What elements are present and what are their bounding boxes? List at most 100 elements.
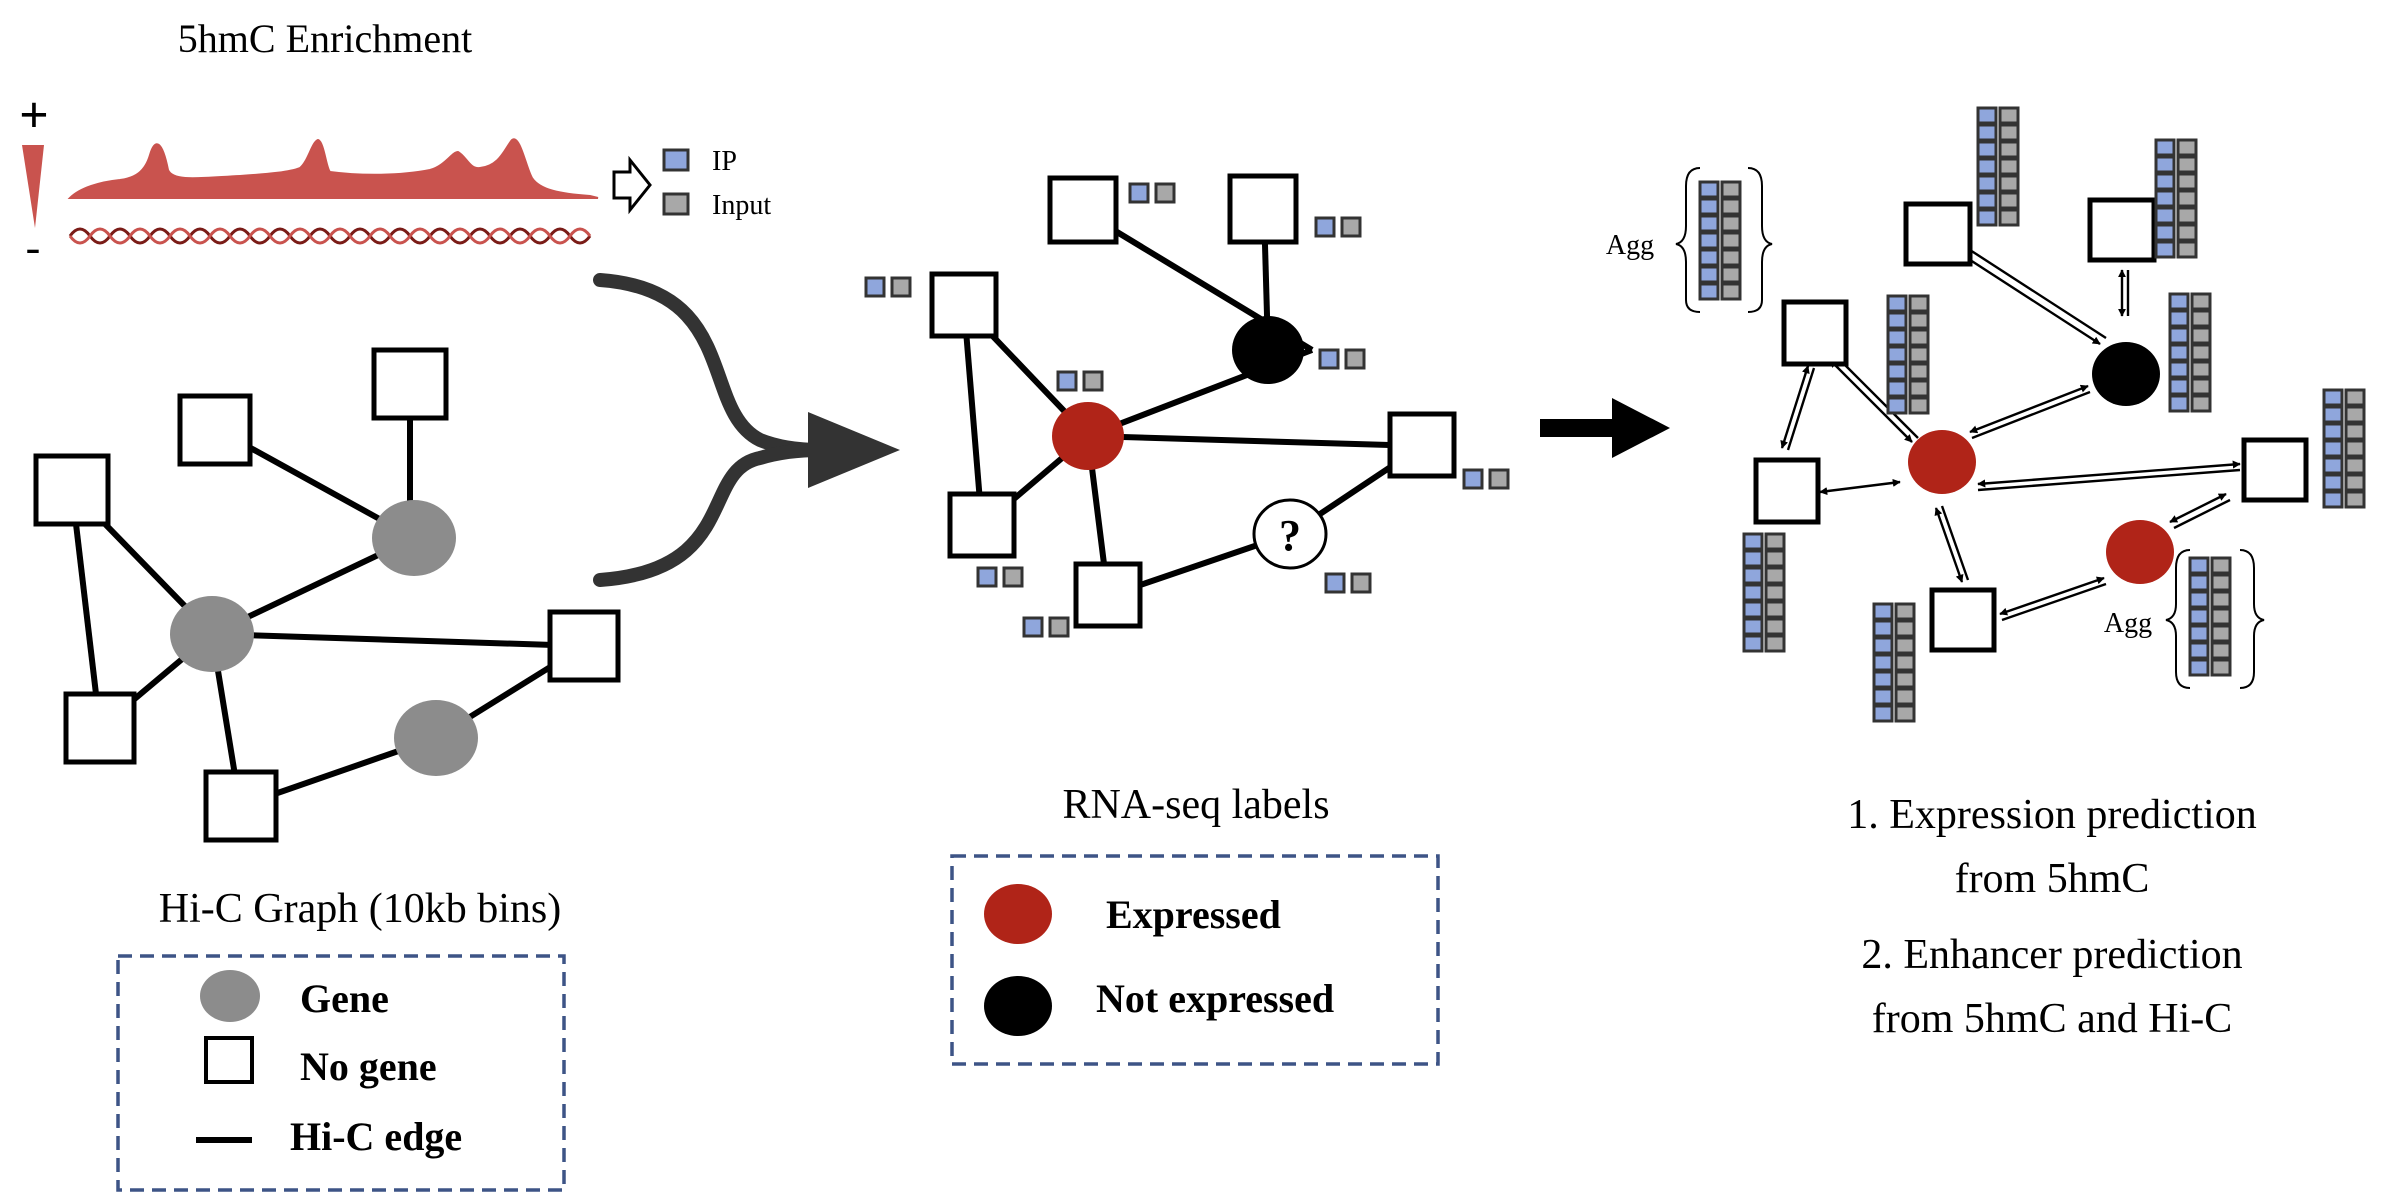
ip-cell: [2168, 309, 2190, 328]
ip-cell: [2154, 206, 2176, 225]
enrichment-signal-track: [67, 138, 599, 199]
input-cell: [1720, 282, 1742, 301]
ip-cell: [1698, 282, 1720, 301]
mp-node-not-expressed: [2092, 342, 2160, 406]
input-cell: [1894, 653, 1916, 672]
ip-cell: [2322, 405, 2344, 424]
ip-cell: [2322, 388, 2344, 407]
rnaseq-legend-box: [950, 854, 1440, 1066]
input-cell: [1998, 174, 2020, 193]
ip-cell: [2322, 439, 2344, 458]
input-cell: [1764, 634, 1786, 653]
input-cell: [1908, 362, 1930, 381]
right-brace-icon: [1747, 167, 1773, 313]
input-cell: [2344, 388, 2366, 407]
input-cell: [2190, 394, 2212, 413]
input-cell: [1764, 566, 1786, 585]
unknown-mark-icon: ?: [1279, 511, 1301, 560]
ip-cell: [1886, 328, 1908, 347]
input-cell: [1764, 583, 1786, 602]
input-cell: [1720, 265, 1742, 284]
outcome-line: from 5hmC and Hi-C: [1872, 996, 2232, 1042]
input-cell: [1908, 328, 1930, 347]
ip-cell: [1872, 653, 1894, 672]
labelled-node-unlabelled: [1387, 411, 1457, 479]
enrichment-panel: 5hmC Enrichment + - IP Input: [19, 16, 771, 272]
input-cell: [1894, 704, 1916, 723]
ip-cell: [1698, 265, 1720, 284]
rnaseq-legend: Expressed Not expressed: [950, 854, 1440, 1066]
ip-cell: [1886, 345, 1908, 364]
ip-cell: [1742, 634, 1764, 653]
ip-cell: [2168, 360, 2190, 379]
feature-pairs: [864, 182, 1510, 638]
input-cell: [1764, 532, 1786, 551]
ip-legend-label: IP: [712, 146, 737, 177]
dna-helix: [68, 227, 592, 245]
input-cell: [1894, 670, 1916, 689]
ip-cell: [1872, 670, 1894, 689]
labelled-node-unlabelled: [947, 491, 1017, 559]
feature-pair: [1462, 468, 1510, 490]
ip-cell: [1976, 174, 1998, 193]
input-cell: [2344, 490, 2366, 509]
input-cell: [2344, 439, 2366, 458]
input-cell: [1894, 602, 1916, 621]
hic-node-empty: [371, 347, 449, 421]
ip-cell: [1872, 704, 1894, 723]
hic-node-empty: [547, 609, 621, 683]
feature-pair: [864, 276, 912, 298]
ip-cell: [1698, 214, 1720, 233]
input-cell: [1908, 379, 1930, 398]
mp-node-unlabelled: [1903, 201, 1973, 267]
rnaseq-caption: RNA-seq labels: [1062, 782, 1329, 828]
feature-stack: [2322, 388, 2366, 509]
feature-stack: [1872, 602, 1916, 723]
ip-cell: [1698, 248, 1720, 267]
input-cell: [1720, 180, 1742, 199]
input-cell: [1998, 123, 2020, 142]
gene-legend-swatch: [200, 970, 260, 1022]
ip-cell: [2188, 607, 2210, 626]
plus-sign: +: [19, 87, 49, 144]
ip-cell: [1886, 362, 1908, 381]
input-cell: [2344, 456, 2366, 475]
feature-pair: [1128, 182, 1176, 204]
input-cell: [2176, 155, 2198, 174]
hic-node-gene: [372, 500, 456, 576]
feature-pair: [1318, 348, 1366, 370]
input-cell: [2176, 172, 2198, 191]
outcome-line: from 5hmC: [1955, 856, 2150, 902]
input-cell: [2176, 189, 2198, 208]
node-not-expressed: [1232, 316, 1304, 384]
input-cell: [2210, 658, 2232, 677]
ip-cell: [1886, 294, 1908, 313]
ip-cell: [1742, 617, 1764, 636]
input-cell: [2210, 624, 2232, 643]
node-expressed: [1052, 402, 1124, 470]
no-gene-legend-swatch: [204, 1036, 254, 1084]
input-cell: [2176, 223, 2198, 242]
ip-cell: [2154, 138, 2176, 157]
feature-pair: [1022, 616, 1070, 638]
mp-node-unlabelled: [2241, 437, 2309, 503]
input-cell: [1998, 106, 2020, 125]
input-cell: [2344, 422, 2366, 441]
not-expressed-legend-swatch: [984, 976, 1052, 1036]
ip-cell: [1872, 602, 1894, 621]
ip-cell: [1886, 379, 1908, 398]
labelled-graph: ?: [864, 173, 1510, 638]
input-cell: [1720, 231, 1742, 250]
ip-cell: [1872, 619, 1894, 638]
ip-cell: [2188, 590, 2210, 609]
ip-cell: [1976, 106, 1998, 125]
input-cell: [2190, 343, 2212, 362]
enrichment-scale-wedge: [22, 145, 44, 228]
ip-cell: [2168, 343, 2190, 362]
labelled-node-unlabelled: [1047, 175, 1119, 245]
input-cell: [1908, 294, 1930, 313]
input-cell: [1764, 617, 1786, 636]
hic-caption: Hi-C Graph (10kb bins): [159, 886, 561, 932]
feature-stack: [2154, 138, 2198, 259]
input-cell: [1894, 687, 1916, 706]
